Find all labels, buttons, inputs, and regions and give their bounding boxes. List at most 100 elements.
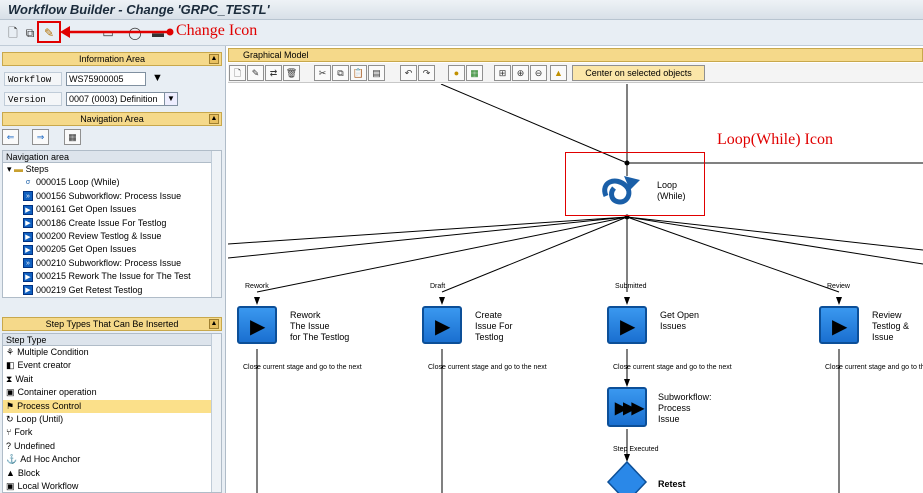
- outcome-label: Close current stage and go to the next: [613, 364, 732, 371]
- step-type-label: Wait: [15, 373, 33, 384]
- fit-icon[interactable]: ⊞: [494, 65, 511, 81]
- container-operation-icon: ▣: [6, 387, 15, 398]
- paste-block-icon[interactable]: ▤: [368, 65, 385, 81]
- activity-icon: ▶: [435, 316, 451, 338]
- loop-while-icon: [602, 176, 640, 205]
- subworkflow-line2: Process: [658, 403, 691, 413]
- loop-icon-highlight: [565, 152, 705, 216]
- activity-node[interactable]: ▶: [607, 306, 647, 344]
- step-type-label: Container operation: [17, 387, 97, 398]
- activity-icon: ▶: [23, 231, 33, 242]
- step-type-item[interactable]: ▲Block: [3, 467, 221, 480]
- cut-icon[interactable]: ✂: [314, 65, 331, 81]
- step-type-item[interactable]: ↻Loop (Until): [3, 413, 221, 426]
- tree-item[interactable]: ▶000161 Get Open Issues: [3, 203, 221, 216]
- zoom-out-icon[interactable]: ⊖: [530, 65, 547, 81]
- version-dropdown-icon[interactable]: ▼: [164, 92, 178, 106]
- ad-hoc-anchor-icon: ⚓: [6, 454, 18, 465]
- tree-item[interactable]: ▶000186 Create Issue For Testlog: [3, 217, 221, 230]
- tree-scrollbar[interactable]: [211, 151, 221, 297]
- navigation-area-header[interactable]: Navigation Area ▲: [2, 112, 222, 126]
- center-icon[interactable]: ▲: [550, 65, 567, 81]
- step-type-item[interactable]: ⧗Wait: [3, 373, 221, 386]
- step-type-item[interactable]: ▣Container operation: [3, 386, 221, 399]
- loop-node-label[interactable]: Loop (While): [657, 180, 686, 202]
- activity-node-line: Testlog &: [872, 321, 910, 331]
- step-types-scrollbar[interactable]: [211, 334, 221, 492]
- center-on-selected-button[interactable]: Center on selected objects: [572, 65, 705, 81]
- new-icon[interactable]: 🗋: [229, 65, 246, 81]
- step-type-item[interactable]: ?Undefined: [3, 440, 221, 453]
- collapse-icon[interactable]: ▲: [209, 114, 219, 124]
- paste-icon[interactable]: 📋: [350, 65, 367, 81]
- branch-condition-label: Rework: [245, 283, 269, 290]
- activity-icon: ▶: [250, 316, 266, 338]
- subworkflow-icon: »: [23, 191, 33, 202]
- other-object-icon[interactable]: ⧉: [25, 26, 35, 40]
- collapse-icon[interactable]: ▲: [209, 54, 219, 64]
- undo-icon[interactable]: ↶: [400, 65, 417, 81]
- forward-arrow-icon[interactable]: ⇒: [32, 129, 49, 145]
- event-creator-icon: ◧: [6, 360, 15, 371]
- step-type-item[interactable]: ▣Local Workflow: [3, 480, 221, 492]
- tree-item[interactable]: »000156 Subworkflow: Process Issue: [3, 190, 221, 203]
- tree-item[interactable]: »000210 Subworkflow: Process Issue: [3, 257, 221, 270]
- step-type-item[interactable]: ⚓Ad Hoc Anchor: [3, 453, 221, 466]
- tree-root[interactable]: ▾ ▬ Steps: [3, 163, 221, 176]
- activity-node-line: Create: [475, 310, 503, 320]
- copy-icon[interactable]: ⧉: [332, 65, 349, 81]
- back-arrow-icon[interactable]: ⇐: [2, 129, 19, 145]
- collapse-icon[interactable]: ▲: [209, 319, 219, 329]
- step-type-label: Local Workflow: [17, 480, 79, 491]
- step-type-item[interactable]: ⚑Process Control: [3, 399, 221, 413]
- subworkflow-node[interactable]: ▶▶▶: [607, 387, 647, 427]
- activate-icon[interactable]: ●: [448, 65, 465, 81]
- tree-item[interactable]: ▶000219 Get Retest Testlog: [3, 284, 221, 297]
- wait-icon: ⧗: [6, 373, 13, 384]
- activity-node[interactable]: ▶: [819, 306, 859, 344]
- tree-root-label: Steps: [25, 164, 49, 174]
- tree-item[interactable]: ▶000215 Rework The Issue for The Test: [3, 270, 221, 283]
- tree-item-label: 000156 Subworkflow: Process Issue: [36, 190, 182, 201]
- folder-icon: ▬: [14, 164, 24, 174]
- step-type-item[interactable]: ⑂Fork: [3, 426, 221, 439]
- tree-item-label: 000210 Subworkflow: Process Issue: [36, 257, 182, 268]
- retest-label[interactable]: Retest: [658, 479, 686, 489]
- expand-icon[interactable]: ▾: [7, 164, 12, 174]
- step-types-header[interactable]: Step Types That Can Be Inserted ▲: [2, 317, 222, 331]
- workflow-dropdown-icon[interactable]: ▼: [152, 72, 163, 84]
- block-icon: ▲: [6, 467, 15, 478]
- tree-item-label: 000186 Create Issue For Testlog: [36, 217, 167, 228]
- activity-node-line: Rework: [290, 310, 321, 320]
- change-icon[interactable]: ✎: [43, 26, 55, 40]
- edit-icon[interactable]: ✎: [247, 65, 264, 81]
- tree-options-icon[interactable]: ▦: [64, 129, 81, 145]
- tree-item[interactable]: ▶000205 Get Open Issues: [3, 243, 221, 256]
- tree-item-label: 000219 Get Retest Testlog: [36, 284, 143, 295]
- activity-node[interactable]: ▶: [422, 306, 462, 344]
- delete-icon[interactable]: 🗑: [283, 65, 300, 81]
- activity-node[interactable]: ▶: [237, 306, 277, 344]
- information-area-header[interactable]: Information Area ▲: [2, 52, 222, 66]
- multiple-condition-icon: ⚘: [6, 347, 15, 357]
- new-document-icon[interactable]: 🗋: [8, 26, 18, 40]
- tree-item[interactable]: ▶000200 Review Testlog & Issue: [3, 230, 221, 243]
- version-select[interactable]: 0007 (0003) Definition: [66, 92, 178, 106]
- step-type-item[interactable]: ⚘Multiple Condition: [3, 346, 221, 359]
- zoom-in-icon[interactable]: ⊕: [512, 65, 529, 81]
- step-type-column-header: Step Type: [3, 334, 221, 346]
- workflow-field[interactable]: WS75900005: [66, 72, 146, 86]
- link-icon[interactable]: ⇄: [265, 65, 282, 81]
- redo-icon[interactable]: ↷: [418, 65, 435, 81]
- check-icon[interactable]: ▦: [466, 65, 483, 81]
- step-type-label: Multiple Condition: [17, 347, 89, 357]
- step-type-item[interactable]: ◧Event creator: [3, 359, 221, 372]
- tree-item-label: 000015 Loop (While): [36, 177, 120, 188]
- loop-node-line2: (While): [657, 191, 686, 201]
- subworkflow-line3: Issue: [658, 414, 680, 424]
